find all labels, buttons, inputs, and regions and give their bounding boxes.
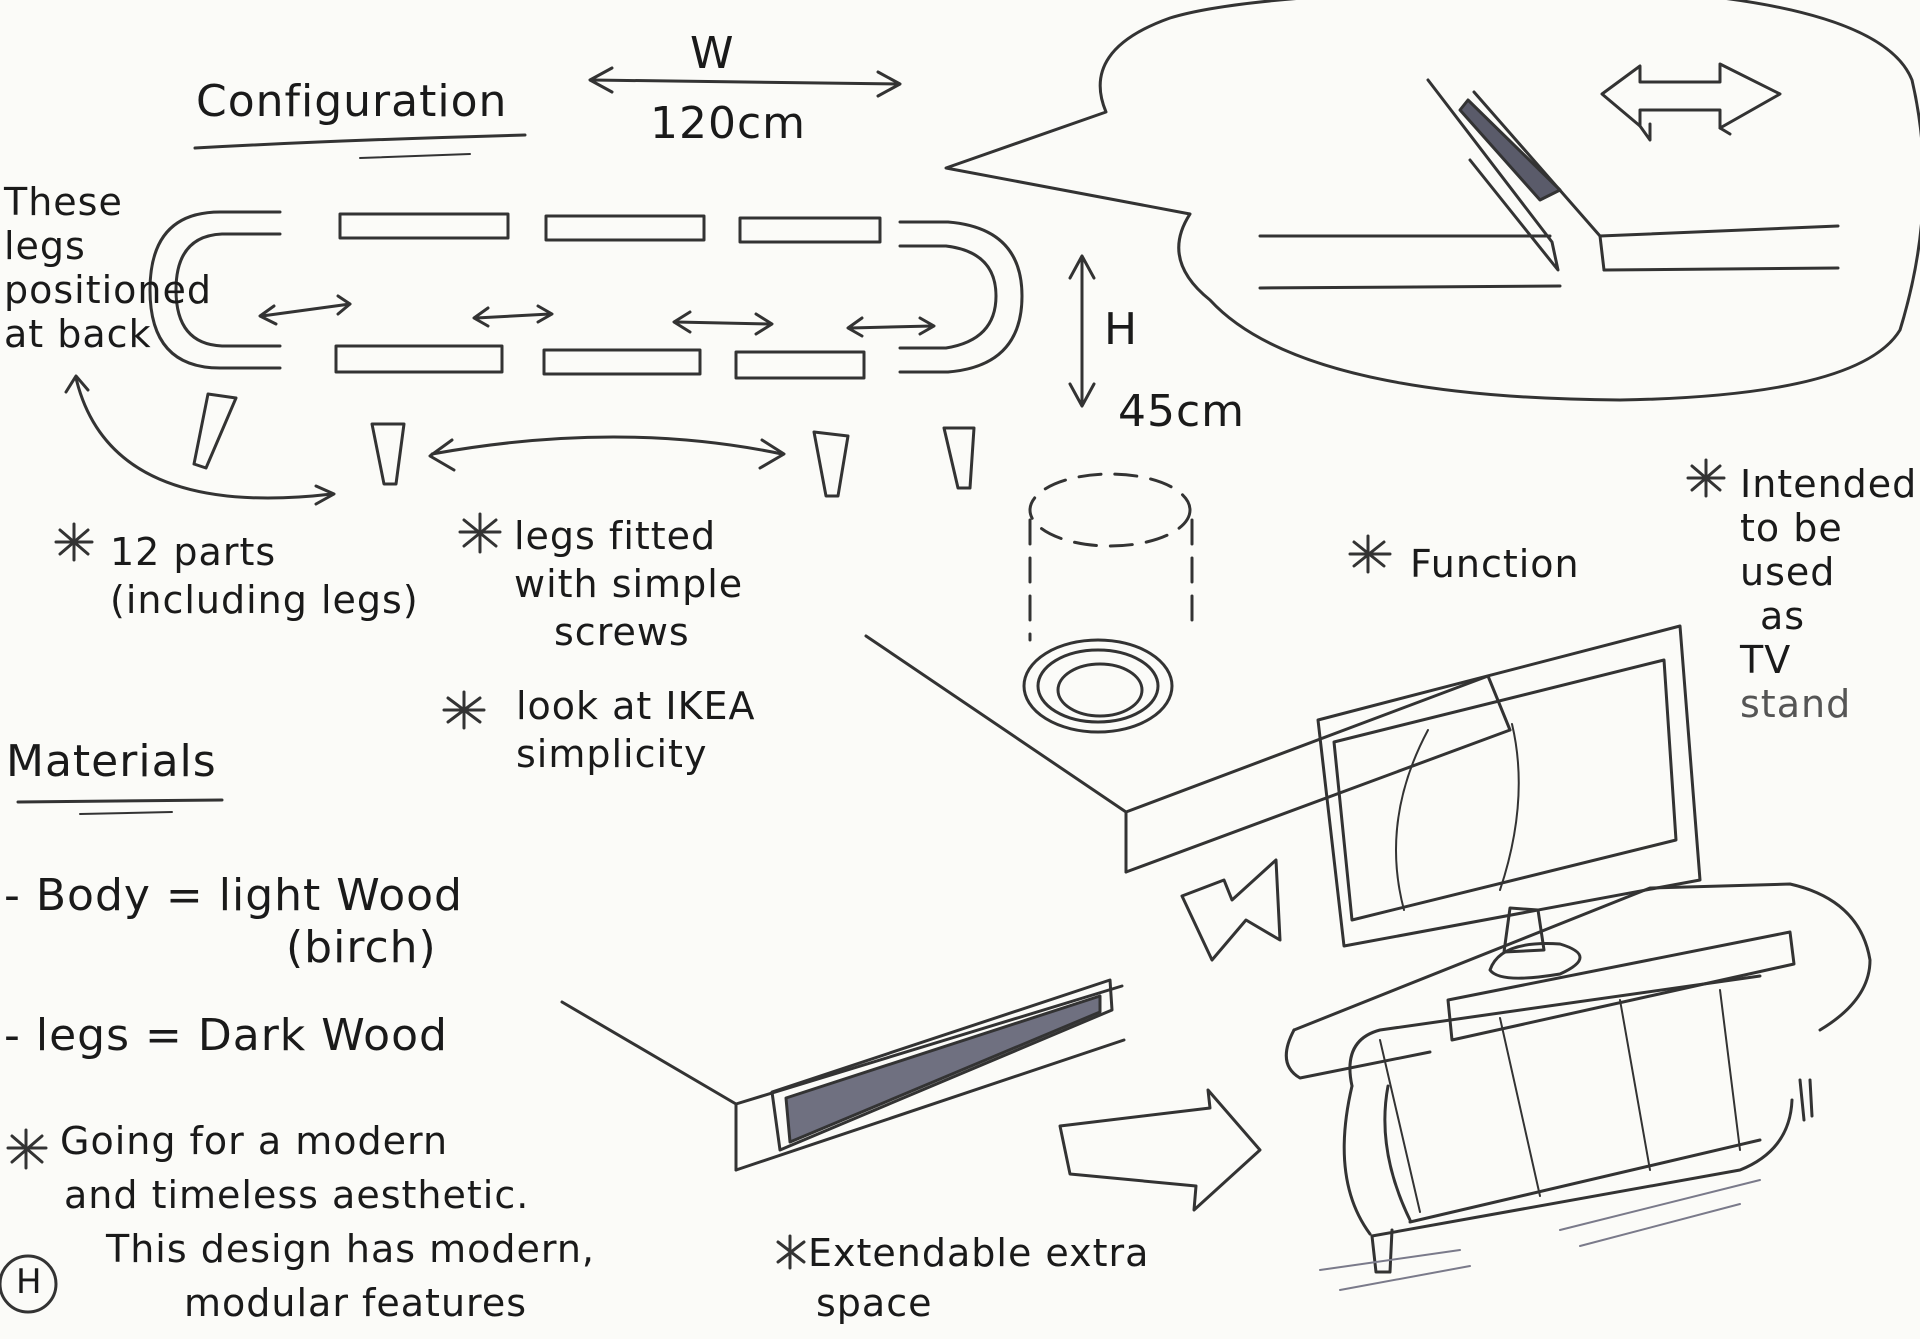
materials-underline [16, 798, 224, 815]
width-value: 120cm [650, 98, 807, 149]
signature-circle [0, 1254, 58, 1314]
parts-note: 12 parts (including legs) [110, 530, 419, 622]
extendable-note: Extendable extra space [808, 1231, 1150, 1325]
cup-sketch [1022, 472, 1194, 734]
block-arrows [1058, 858, 1282, 1212]
signature-mark: H [16, 1262, 43, 1302]
title-underline [193, 133, 527, 159]
screws-note: legs fitted with simple screws [514, 514, 744, 654]
height-value: 45cm [1118, 386, 1246, 437]
legs-note-arrow [64, 374, 336, 506]
ikea-note: look at IKEA simplicity [516, 684, 756, 776]
corner-board [864, 634, 1512, 874]
slot-board [560, 978, 1126, 1172]
configuration-top-view [148, 210, 1024, 380]
height-label: H [1104, 304, 1139, 355]
joint-detail-bubble [944, 0, 1920, 402]
legs-position-note: These legs positioned at back [4, 180, 213, 356]
legs [192, 392, 976, 498]
aesthetic-note: Going for a modern and timeless aestheti… [60, 1119, 596, 1325]
materials-heading: Materials [6, 736, 217, 787]
intended-note: Intended to be used as TV stand [1740, 462, 1918, 726]
materials-body-detail: (birch) [286, 922, 437, 973]
leg-span-arrow [428, 435, 786, 472]
width-arrow [588, 66, 902, 98]
function-note: Function [1410, 542, 1580, 586]
height-arrow [1068, 254, 1096, 408]
configuration-title: Configuration [196, 76, 508, 127]
materials-body: - Body = light Wood [4, 870, 463, 921]
asterisk-icons [6, 458, 1726, 1270]
materials-legs: - legs = Dark Wood [4, 1010, 448, 1061]
monitor-stand-sketch [1284, 624, 1872, 1291]
width-label: W [690, 28, 735, 79]
